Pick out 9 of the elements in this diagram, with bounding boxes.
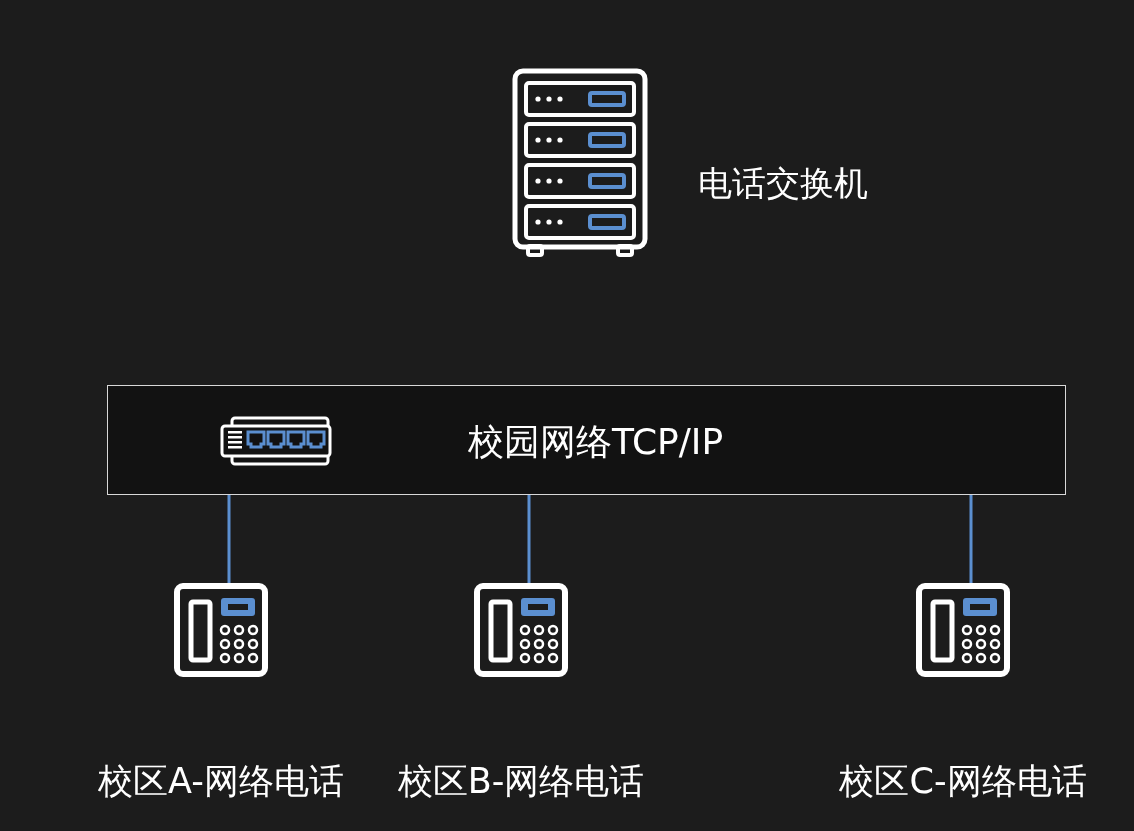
connector-line	[227, 495, 231, 583]
network-label: 校园网络TCP/IP	[468, 422, 724, 462]
phone-caption: 校区A-网络电话	[98, 761, 344, 801]
connector-line	[969, 495, 973, 583]
network-band	[107, 385, 1066, 495]
server-caption: 电话交换机	[698, 163, 868, 203]
phone-caption: 校区B-网络电话	[397, 761, 645, 801]
phone-caption: 校区C-网络电话	[839, 761, 1087, 801]
connector-line	[527, 495, 531, 583]
